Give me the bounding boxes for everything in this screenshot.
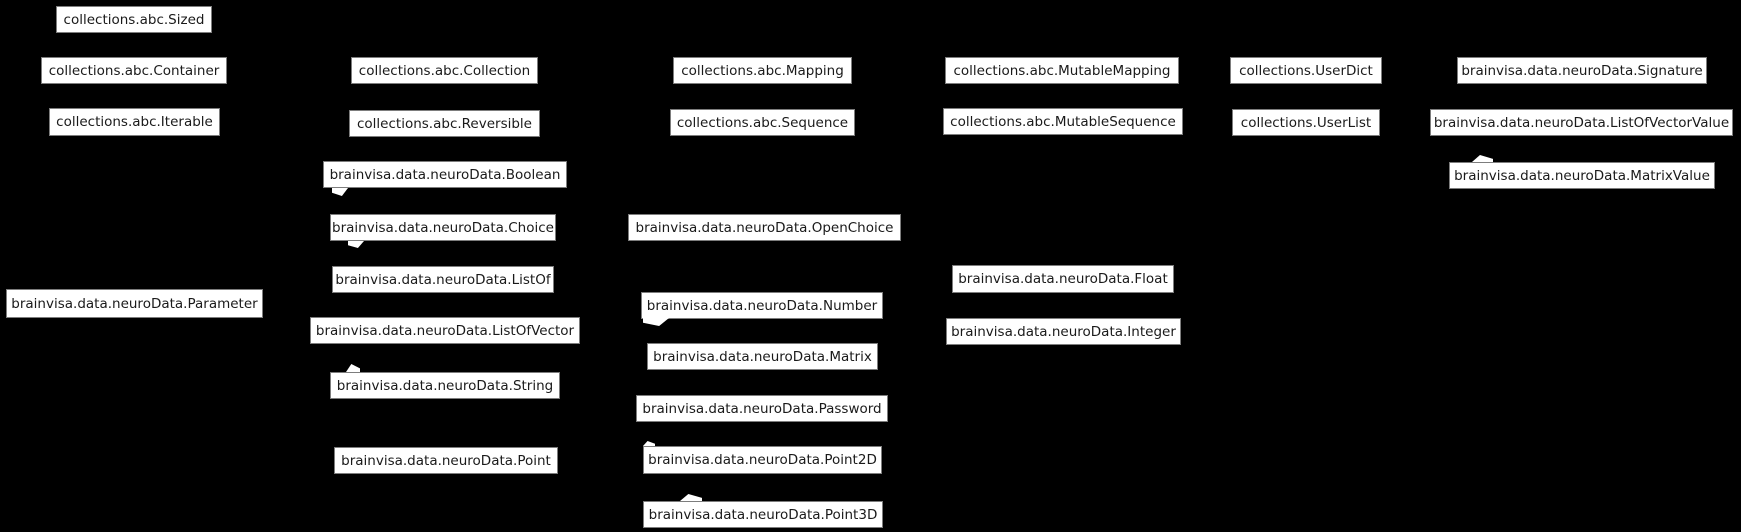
class-node-matrix[interactable]: brainvisa.data.neuroData.Matrix [647, 343, 878, 370]
class-node-listofvectorvalue[interactable]: brainvisa.data.neuroData.ListOfVectorVal… [1430, 109, 1733, 136]
class-node-reversible[interactable]: collections.abc.Reversible [349, 110, 540, 137]
class-node-point2d[interactable]: brainvisa.data.neuroData.Point2D [643, 446, 882, 474]
class-node-point3d[interactable]: brainvisa.data.neuroData.Point3D [643, 501, 883, 528]
edge-arrowhead-icon [643, 441, 655, 446]
class-node-number[interactable]: brainvisa.data.neuroData.Number [641, 292, 883, 319]
class-node-listof[interactable]: brainvisa.data.neuroData.ListOf [332, 266, 554, 293]
edge-arrowhead-icon [346, 364, 360, 372]
edge-arrowhead-icon [348, 241, 364, 248]
class-node-userdict[interactable]: collections.UserDict [1230, 57, 1382, 84]
edge-arrowhead-icon [643, 318, 669, 326]
class-node-password[interactable]: brainvisa.data.neuroData.Password [636, 395, 888, 422]
class-node-userlist[interactable]: collections.UserList [1232, 109, 1380, 136]
edge-arrowhead-icon [680, 494, 702, 501]
class-node-parameter[interactable]: brainvisa.data.neuroData.Parameter [6, 289, 263, 318]
edge-arrowhead-icon [332, 188, 348, 196]
class-node-choice[interactable]: brainvisa.data.neuroData.Choice [330, 214, 556, 241]
class-node-iterable[interactable]: collections.abc.Iterable [49, 108, 220, 136]
class-node-sized[interactable]: collections.abc.Sized [56, 6, 212, 33]
class-node-float[interactable]: brainvisa.data.neuroData.Float [952, 265, 1174, 293]
class-node-listofvector[interactable]: brainvisa.data.neuroData.ListOfVector [310, 317, 580, 344]
class-node-signature[interactable]: brainvisa.data.neuroData.Signature [1457, 57, 1707, 84]
class-node-integer[interactable]: brainvisa.data.neuroData.Integer [946, 318, 1181, 345]
class-node-boolean[interactable]: brainvisa.data.neuroData.Boolean [323, 161, 567, 188]
class-node-mutablemapping[interactable]: collections.abc.MutableMapping [945, 57, 1179, 84]
class-node-sequence[interactable]: collections.abc.Sequence [670, 109, 855, 136]
class-node-container[interactable]: collections.abc.Container [41, 57, 227, 84]
class-node-openchoice[interactable]: brainvisa.data.neuroData.OpenChoice [628, 214, 901, 241]
class-node-mutablesequence[interactable]: collections.abc.MutableSequence [943, 108, 1183, 135]
class-node-mapping[interactable]: collections.abc.Mapping [673, 57, 852, 84]
class-node-string[interactable]: brainvisa.data.neuroData.String [330, 372, 560, 399]
class-node-matrixvalue[interactable]: brainvisa.data.neuroData.MatrixValue [1449, 162, 1715, 189]
edge-arrowhead-icon [1472, 155, 1493, 162]
class-node-point[interactable]: brainvisa.data.neuroData.Point [334, 447, 558, 474]
class-node-collection[interactable]: collections.abc.Collection [351, 57, 538, 84]
